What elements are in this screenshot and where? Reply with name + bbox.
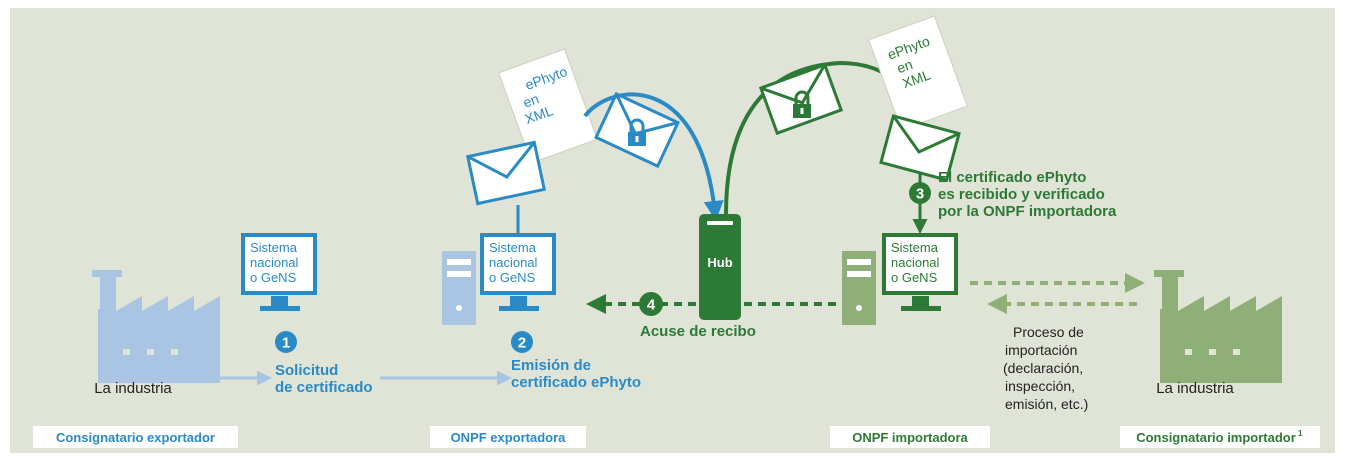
diagram-canvas: La industria Sistema nacional o GeNS 1 S…: [10, 8, 1335, 453]
step-1-label: Solicitud: [275, 362, 338, 379]
monitor-label: nacional: [250, 255, 299, 270]
server-icon: [442, 251, 476, 325]
step-3-badge: 3: [909, 182, 931, 204]
step-1-label: de certificado: [275, 379, 373, 396]
step-4-label: Acuse de recibo: [640, 323, 756, 340]
document-icon: [498, 48, 598, 164]
footer-text: Consignatario importador: [1136, 430, 1296, 445]
lock-icon: [628, 118, 646, 146]
monitor-label: Sistema: [489, 240, 537, 255]
envelope-icon: [879, 114, 961, 182]
envelope-icon: [758, 62, 844, 136]
footer-label-onpf-exporter: ONPF exportadora: [430, 426, 586, 448]
factory-icon: [92, 270, 220, 383]
document-icon: [868, 15, 968, 131]
footnote-marker: 1: [1298, 429, 1303, 438]
server-icon: [842, 251, 876, 325]
monitor-label: Sistema: [891, 240, 939, 255]
hub-label: Hub: [707, 255, 732, 270]
step-2-label: Emisión de: [511, 357, 591, 374]
document-label: en: [521, 90, 541, 110]
industry-left-label: La industria: [94, 380, 172, 397]
arrow-to-hub: [583, 92, 724, 221]
factory-icon: [1154, 270, 1282, 383]
step-number: 2: [518, 335, 526, 352]
step-number: 3: [916, 186, 924, 203]
factory-windows: [1185, 349, 1240, 355]
ephyto-flow-diagram: La industria Sistema nacional o GeNS 1 S…: [33, 15, 1320, 448]
document-label: en: [895, 56, 915, 76]
import-process-label: importación: [1005, 342, 1077, 358]
footer-text: Consignatario exportador: [56, 430, 215, 445]
monitor-label: nacional: [489, 255, 538, 270]
monitor-label: o GeNS: [250, 270, 297, 285]
step-4-badge: 4: [639, 292, 663, 316]
footer-text: ONPF exportadora: [451, 430, 567, 445]
footer-text: ONPF importadora: [852, 430, 968, 445]
industry-right-label: La industria: [1156, 380, 1234, 397]
monitor-label: o GeNS: [489, 270, 536, 285]
envelope-icon: [465, 140, 547, 206]
footer-label-onpf-importer: ONPF importadora: [830, 426, 990, 448]
import-process-label: inspección,: [1005, 378, 1075, 394]
step-3-label: El certificado ePhyto: [938, 169, 1086, 186]
hub-server-icon: [699, 214, 741, 320]
step-number: 4: [647, 297, 656, 314]
import-process-label: emisión, etc.): [1005, 396, 1088, 412]
monitor-icon: [241, 233, 317, 311]
step-2-badge: 2: [511, 331, 533, 353]
lock-icon: [793, 90, 811, 118]
monitor-label: nacional: [891, 255, 940, 270]
step-1-badge: 1: [275, 331, 297, 353]
monitor-label: Sistema: [250, 240, 298, 255]
step-3-label: es recibido y verificado: [938, 186, 1105, 203]
import-process-label: Proceso de: [1013, 324, 1084, 340]
step-number: 1: [282, 335, 290, 352]
factory-windows: [123, 349, 178, 355]
import-process-label: (declaración,: [1003, 360, 1083, 376]
step-3-label: por la ONPF importadora: [938, 203, 1117, 220]
monitor-label: o GeNS: [891, 270, 938, 285]
step-2-label: certificado ePhyto: [511, 374, 641, 391]
footer-label-importer: Consignatario importador 1: [1120, 426, 1320, 448]
footer-label-exporter: Consignatario exportador: [33, 426, 238, 448]
monitor-icon: [882, 233, 958, 311]
